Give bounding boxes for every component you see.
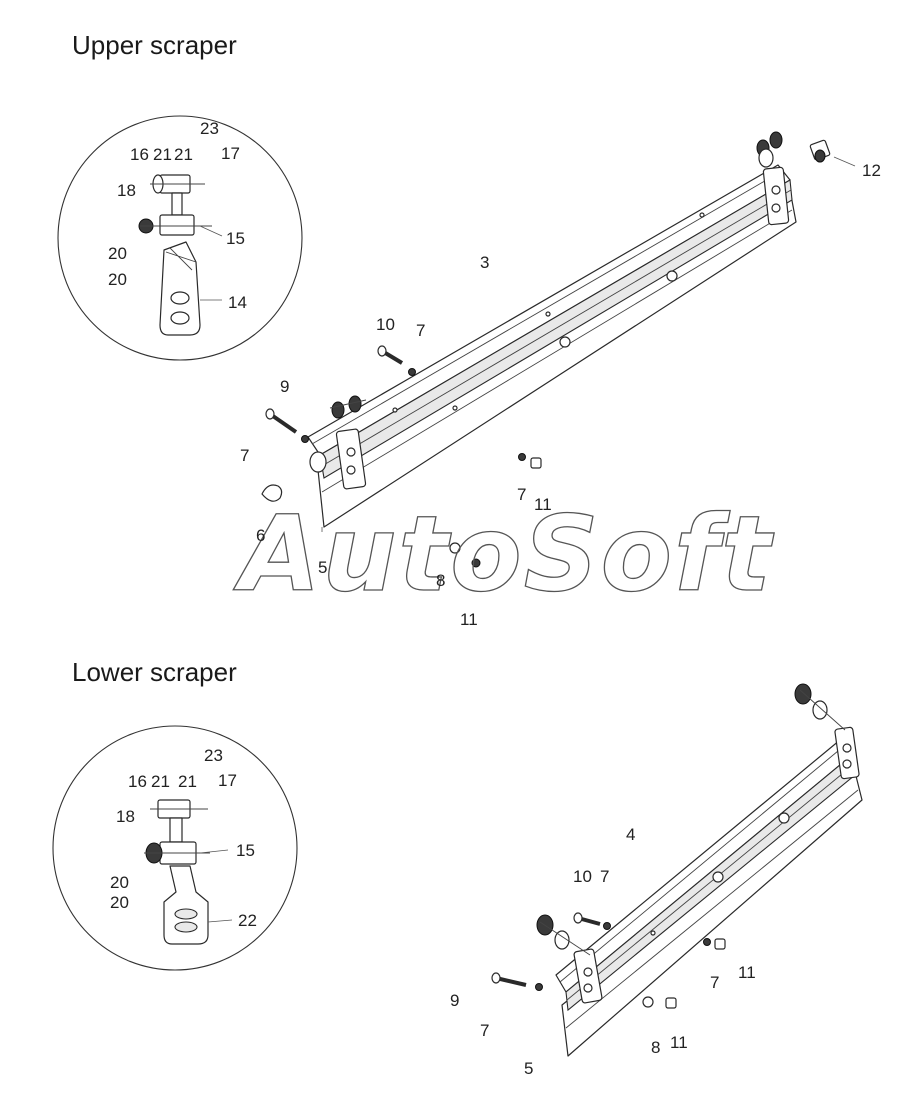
upper-detail-view: [57, 115, 303, 361]
callout-7: 7: [240, 446, 249, 465]
callout-8: 8: [436, 571, 445, 590]
callout-21: 21: [174, 145, 193, 164]
callout-21: 21: [151, 772, 170, 791]
lower-right-hanger: [794, 683, 860, 780]
lower-beam: [555, 739, 853, 993]
callout-15: 15: [236, 841, 255, 860]
callout-17: 17: [221, 144, 240, 163]
upper-part-10-bolt: [377, 345, 416, 376]
lower-blade: [561, 771, 863, 1057]
callout-10: 10: [376, 315, 395, 334]
callout-4: 4: [626, 825, 635, 844]
callout-6: 6: [256, 526, 265, 545]
callout-23: 23: [200, 119, 219, 138]
callout-20: 20: [108, 244, 127, 263]
callout-7: 7: [416, 321, 425, 340]
callout-21: 21: [178, 772, 197, 791]
callout-5: 5: [524, 1059, 533, 1078]
callout-16: 16: [130, 145, 149, 164]
callout-15: 15: [226, 229, 245, 248]
callout-20: 20: [108, 270, 127, 289]
callout-14: 14: [228, 293, 247, 312]
callout-10: 10: [573, 867, 592, 886]
upper-part-9-bolt: [265, 408, 309, 443]
callout-9: 9: [450, 991, 459, 1010]
callout-21: 21: [153, 145, 172, 164]
callout-23: 23: [204, 746, 223, 765]
callout-11: 11: [460, 610, 478, 629]
callout-17: 17: [218, 771, 237, 790]
callout-12: 12: [862, 161, 881, 180]
callout-3: 3: [480, 253, 489, 272]
callout-7: 7: [710, 973, 719, 992]
callout-5: 5: [318, 558, 327, 577]
callout-16: 16: [128, 772, 147, 791]
upper-right-hanger: [756, 131, 790, 226]
lower-left-hanger: [536, 914, 603, 1004]
callout-7: 7: [517, 485, 526, 504]
callout-20: 20: [110, 893, 129, 912]
lower-detail-view: [52, 725, 298, 971]
callout-11: 11: [670, 1033, 688, 1052]
lower-part-10-bolt: [573, 912, 611, 930]
callout-20: 20: [110, 873, 129, 892]
callout-11: 11: [534, 495, 552, 514]
callout-11: 11: [738, 963, 756, 982]
upper-part-6: [261, 484, 283, 502]
lower-part-9-bolt: [491, 972, 543, 991]
upper-scraper-title: Upper scraper: [72, 30, 237, 60]
upper-left-hanger: [309, 395, 367, 490]
callout-7: 7: [480, 1021, 489, 1040]
callout-18: 18: [116, 807, 135, 826]
lower-scraper-assembly: [491, 683, 863, 1057]
autosoft-watermark: AutoSoft: [233, 493, 774, 615]
upper-part-12-nut: [809, 139, 831, 163]
callout-9: 9: [280, 377, 289, 396]
callout-18: 18: [117, 181, 136, 200]
callout-7: 7: [600, 867, 609, 886]
callout-8: 8: [651, 1038, 660, 1057]
upper-scraper-assembly: [261, 131, 856, 568]
callout-22: 22: [238, 911, 257, 930]
lower-scraper-title: Lower scraper: [72, 657, 237, 687]
